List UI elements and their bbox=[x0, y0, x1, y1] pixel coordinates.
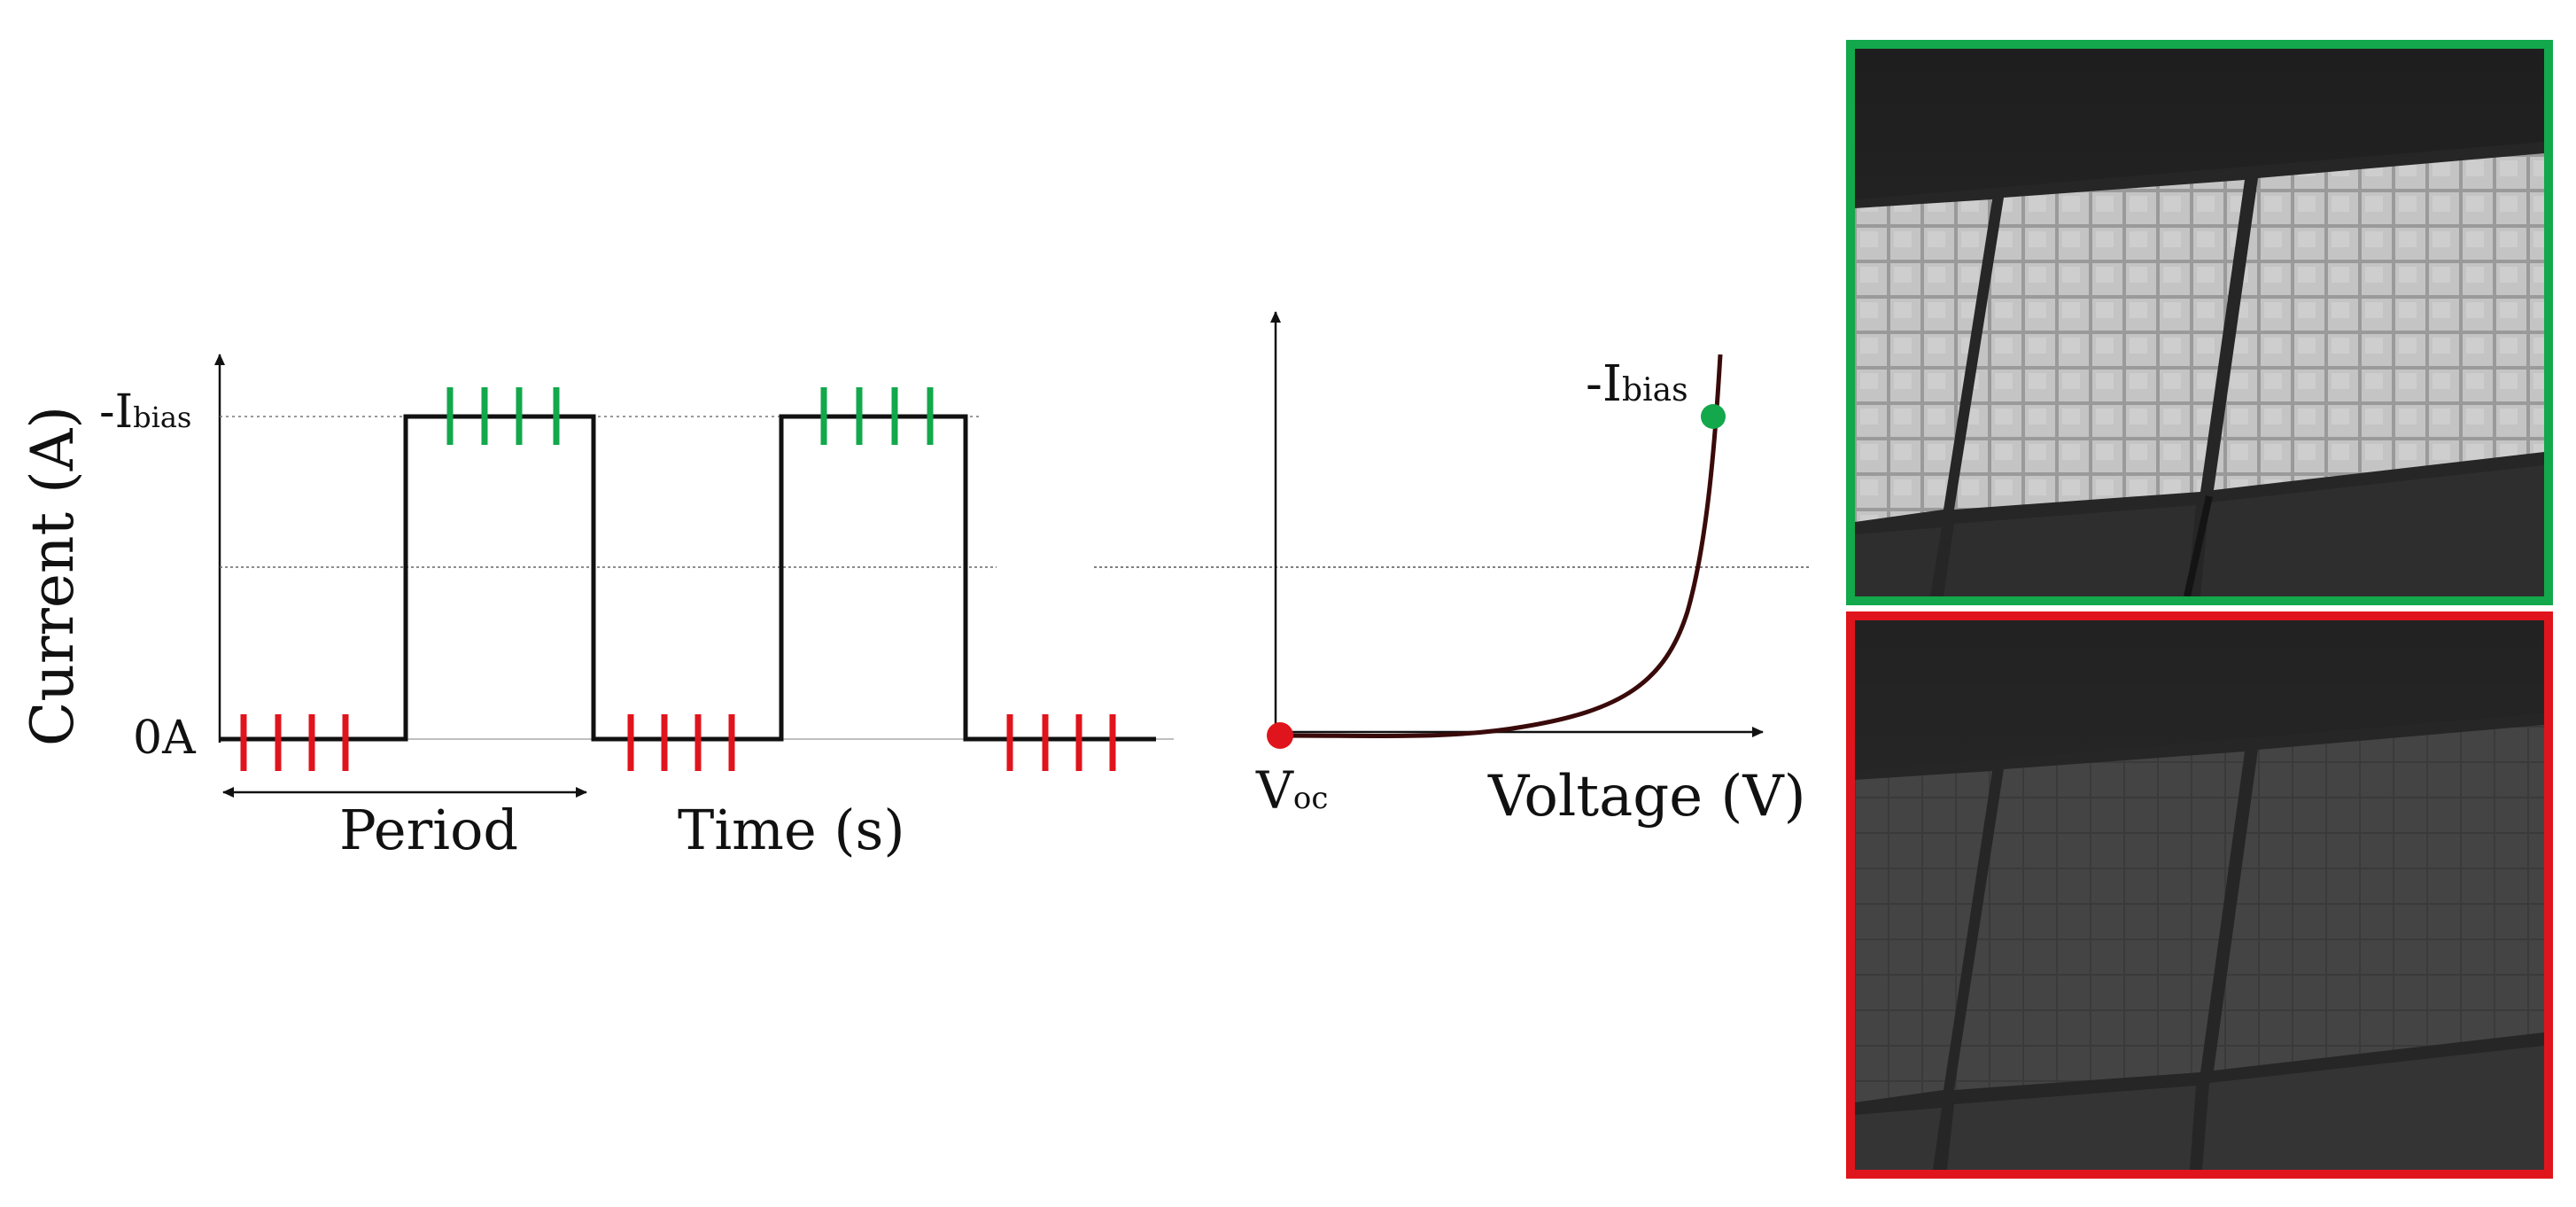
bias-off-marks-3 bbox=[1006, 714, 1116, 771]
bias-on-marks-2 bbox=[820, 387, 934, 445]
voltage-axis-label: Voltage (V) bbox=[1487, 764, 1806, 829]
zero-amp-label: 0A bbox=[133, 712, 197, 765]
bias-point bbox=[1701, 404, 1726, 429]
y-axis-label: Current (A) bbox=[19, 406, 87, 746]
photo-bias-on bbox=[1846, 40, 2553, 605]
photo-bias-off bbox=[1846, 611, 2553, 1179]
voc-point bbox=[1267, 722, 1293, 749]
time-axis-label: Time (s) bbox=[678, 798, 905, 862]
period-label: Period bbox=[339, 798, 518, 862]
bias-off-marks-2 bbox=[627, 714, 735, 771]
bias-on-marks-1 bbox=[446, 387, 560, 445]
pulse-waveform bbox=[220, 414, 1156, 742]
panel-image-bright bbox=[1855, 49, 2544, 596]
bias-off-marks-1 bbox=[240, 714, 349, 771]
iv-curve bbox=[1280, 354, 1723, 739]
curve-i-bias-label: -Ibias bbox=[1586, 355, 1688, 413]
panel-image-dark bbox=[1855, 620, 2544, 1170]
voc-label: Voc bbox=[1255, 760, 1328, 821]
i-bias-label: -Ibias bbox=[99, 385, 191, 439]
pulse-iv-diagram: Current (A) -Ibias 0A Period Time (s) Vo… bbox=[19, 311, 1812, 862]
